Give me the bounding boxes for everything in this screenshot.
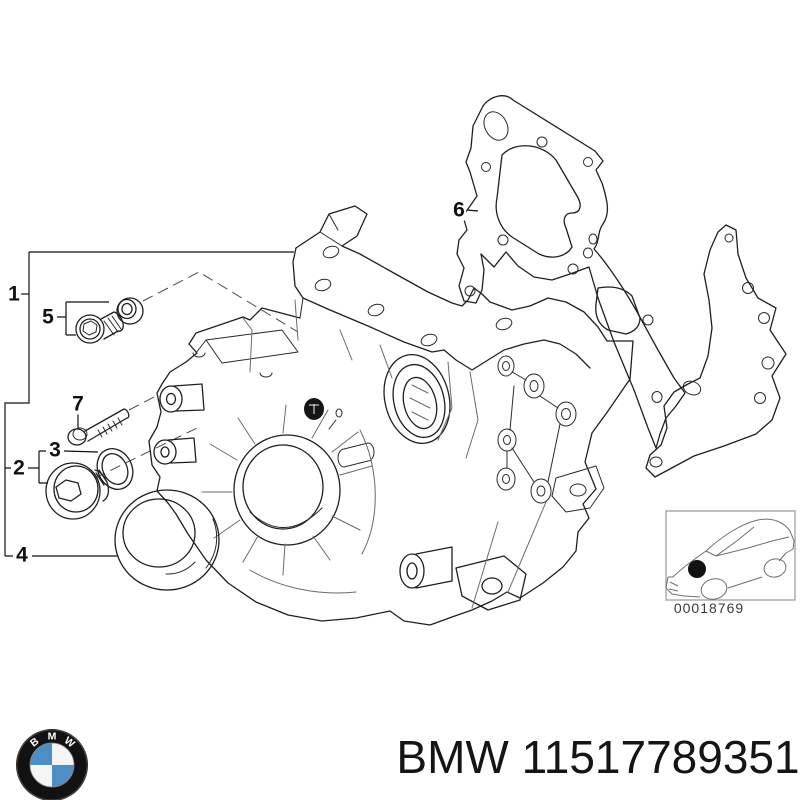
o-ring-drawing (91, 443, 140, 496)
screw-plug-drawing (46, 463, 108, 519)
part-number-title: BMW 11517789351 (396, 731, 800, 783)
callout-label-4: 4 (15, 543, 29, 567)
part-location-dot (688, 560, 706, 578)
callout-label-2: 2 (12, 456, 26, 480)
crankshaft-seal-drawing (115, 490, 219, 590)
socket-bolt-drawing (76, 312, 123, 343)
bmw-stamp-icon (304, 398, 342, 429)
callout-label-6: 6 (452, 198, 466, 222)
callout-label-1: 1 (7, 282, 21, 306)
sealing-washer-drawing (117, 298, 143, 324)
callout-label-7: 7 (71, 392, 85, 416)
roundel-letter-m: M (48, 731, 57, 743)
gasket-drawing (457, 96, 786, 477)
callout-label-5: 5 (41, 305, 55, 329)
bmw-roundel-logo: B M W (16, 729, 88, 800)
callout-label-3: 3 (48, 438, 62, 462)
diagram-code: 00018769 (673, 600, 745, 616)
car-outline-icon (666, 519, 794, 602)
car-location-thumbnail (666, 511, 795, 602)
callout-leader-lines (5, 210, 478, 556)
timing-cover-drawing (149, 206, 633, 625)
hex-bolt-drawing (68, 409, 129, 445)
assembly-guide-lines (95, 272, 298, 478)
roundel-quadrants (30, 743, 74, 787)
